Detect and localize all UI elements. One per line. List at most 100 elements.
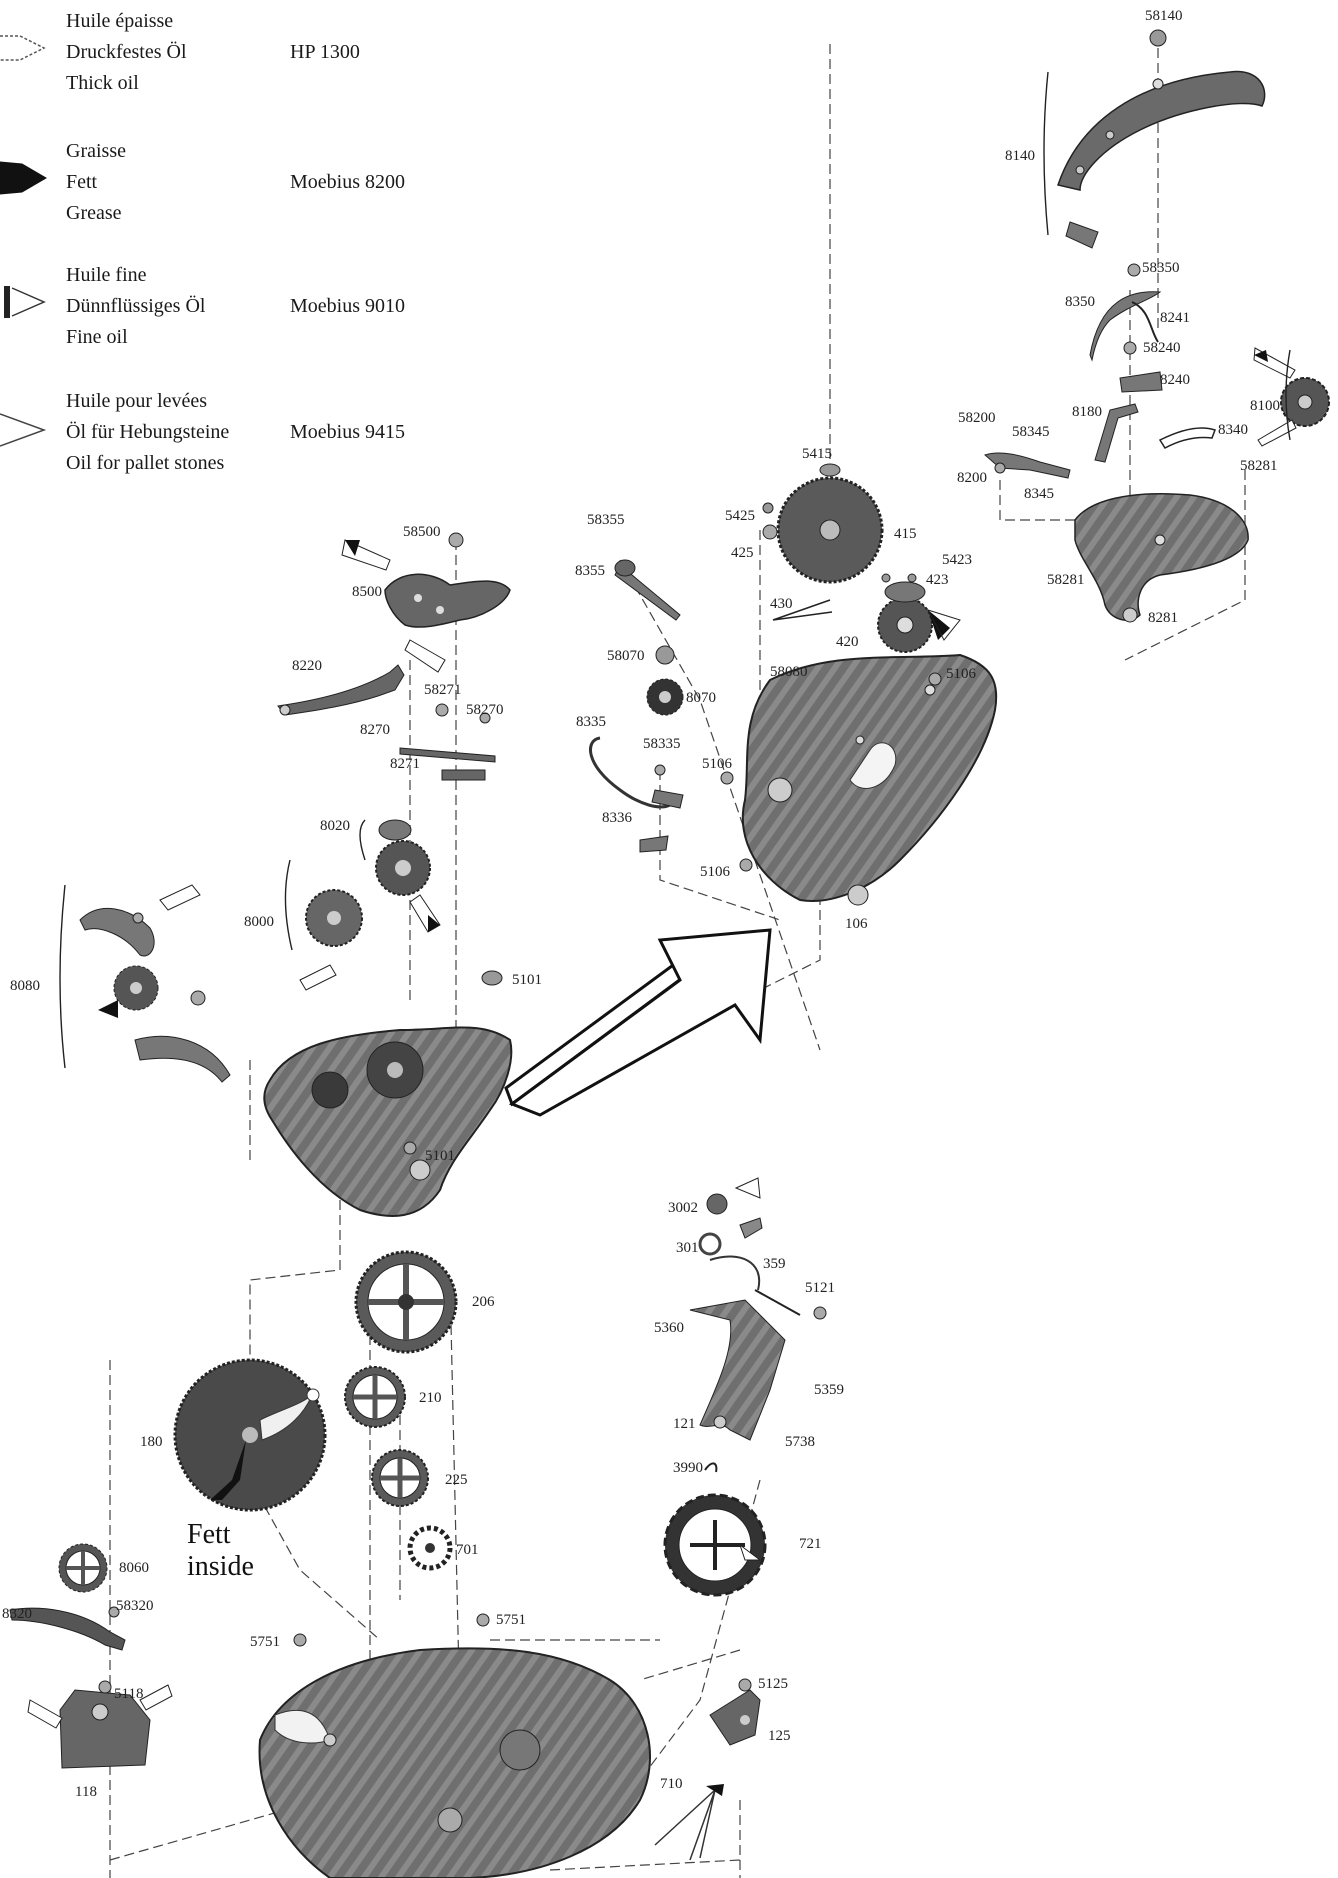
part-label: 8240	[1160, 372, 1190, 388]
part-label: 301	[676, 1240, 699, 1256]
part-label: 5118	[114, 1686, 143, 1702]
part-701-escape-wheel	[407, 1525, 453, 1571]
part-label: 206	[472, 1294, 495, 1310]
part-label: 8336	[602, 810, 633, 826]
part-label: 121	[673, 1416, 696, 1432]
part-bridge-8281	[1074, 492, 1249, 623]
part-label: 58345	[1012, 424, 1050, 440]
part-label: 118	[75, 1784, 97, 1800]
part-label: 58070	[607, 648, 645, 664]
annotation-line2: inside	[187, 1551, 254, 1582]
part-label: 8000	[244, 914, 274, 930]
part-label: 8281	[1148, 610, 1178, 626]
part-label: 5125	[758, 1676, 788, 1692]
part-label: 701	[456, 1542, 479, 1558]
part-label: 5106	[700, 864, 731, 880]
part-label: 8350	[1065, 294, 1095, 310]
part-180-barrel	[173, 1358, 327, 1512]
legend-de: Dünnflüssiges Öl	[66, 295, 206, 317]
part-label: 58355	[587, 512, 625, 528]
parts-8270-8271	[399, 703, 496, 781]
part-label: 415	[894, 526, 917, 542]
part-label: 8020	[320, 818, 350, 834]
parts-8180-8200	[984, 403, 1216, 479]
part-label: 8060	[119, 1560, 149, 1576]
part-label: 8335	[576, 714, 606, 730]
part-label: 5423	[942, 552, 972, 568]
part-label: 5738	[785, 1434, 815, 1450]
part-label: 58320	[116, 1598, 154, 1614]
part-label: 5101	[425, 1148, 455, 1164]
part-label: 8200	[957, 470, 987, 486]
part-label: 8080	[10, 978, 40, 994]
part-label: 5751	[250, 1634, 280, 1650]
parts-125-710	[654, 1678, 761, 1861]
part-label: 106	[845, 916, 868, 932]
part-420-423	[877, 573, 961, 653]
pallet-oil-icon	[0, 413, 47, 447]
parts-8060-8320-118	[9, 1543, 173, 1769]
part-label: 710	[660, 1776, 683, 1792]
part-8070	[646, 645, 684, 716]
part-label: 8340	[1218, 422, 1248, 438]
part-label: 8355	[575, 563, 605, 579]
part-label: 5360	[654, 1320, 684, 1336]
part-8500-bridge	[341, 532, 511, 673]
part-label: 8140	[1005, 148, 1035, 164]
part-label: 8345	[1024, 486, 1054, 502]
part-label: 8100	[1250, 398, 1280, 414]
part-label: 58270	[466, 702, 504, 718]
part-label: 5101	[512, 972, 542, 988]
part-225-wheel	[371, 1449, 429, 1507]
part-label: 8241	[1160, 310, 1190, 326]
part-label: 8220	[292, 658, 322, 674]
part-main-bridge-plate	[263, 970, 513, 1217]
legend-product: HP 1300	[290, 41, 360, 63]
part-8000-wheel	[284, 859, 363, 991]
part-label: 58140	[1145, 8, 1183, 24]
part-label: 8270	[360, 722, 390, 738]
part-206-wheel	[354, 1250, 458, 1354]
part-8220	[277, 664, 405, 716]
part-210-wheel	[344, 1366, 406, 1428]
part-label: 5106	[702, 756, 733, 772]
part-8080-group	[59, 884, 231, 1083]
part-label: 58200	[958, 410, 996, 426]
part-label: 5106	[946, 666, 977, 682]
part-label: 58281	[1240, 458, 1278, 474]
part-label: 58350	[1142, 260, 1180, 276]
legend-de: Fett	[66, 171, 98, 193]
part-label: 5751	[496, 1612, 526, 1628]
part-label: 58335	[643, 736, 681, 752]
legend-en: Grease	[66, 202, 122, 224]
part-106-plate	[741, 653, 998, 906]
legend-fr: Huile fine	[66, 264, 147, 286]
legend-product: Moebius 8200	[290, 171, 405, 193]
legend-entry-thick-oil: Huile épaisse Druckfestes Öl Thick oil H…	[0, 6, 520, 96]
parts-8350-8240	[1089, 263, 1163, 393]
part-label: 58240	[1143, 340, 1181, 356]
part-121-bridge	[689, 1177, 827, 1441]
legend-fr: Graisse	[66, 140, 126, 162]
part-label: 58281	[1047, 572, 1085, 588]
part-label: 58271	[424, 682, 462, 698]
legend-entry-fine-oil: Huile fine Dünnflüssiges Öl Fine oil Moe…	[0, 260, 520, 350]
parts-8335-8336	[588, 736, 753, 872]
part-label: 3990	[673, 1460, 703, 1476]
part-label: 225	[445, 1472, 468, 1488]
legend-fr: Huile épaisse	[66, 10, 174, 32]
part-label: 58500	[403, 524, 441, 540]
part-label: 420	[836, 634, 859, 650]
part-label: 8271	[390, 756, 420, 772]
part-label: 125	[768, 1728, 791, 1744]
parts-8355-430	[614, 559, 833, 621]
part-label: 180	[140, 1434, 163, 1450]
legend-fr: Huile pour levées	[66, 390, 208, 412]
part-label: 58080	[770, 664, 808, 680]
part-label: 8180	[1072, 404, 1102, 420]
grease-icon	[0, 161, 47, 195]
part-label: 3002	[668, 1200, 698, 1216]
part-label: 430	[770, 596, 793, 612]
